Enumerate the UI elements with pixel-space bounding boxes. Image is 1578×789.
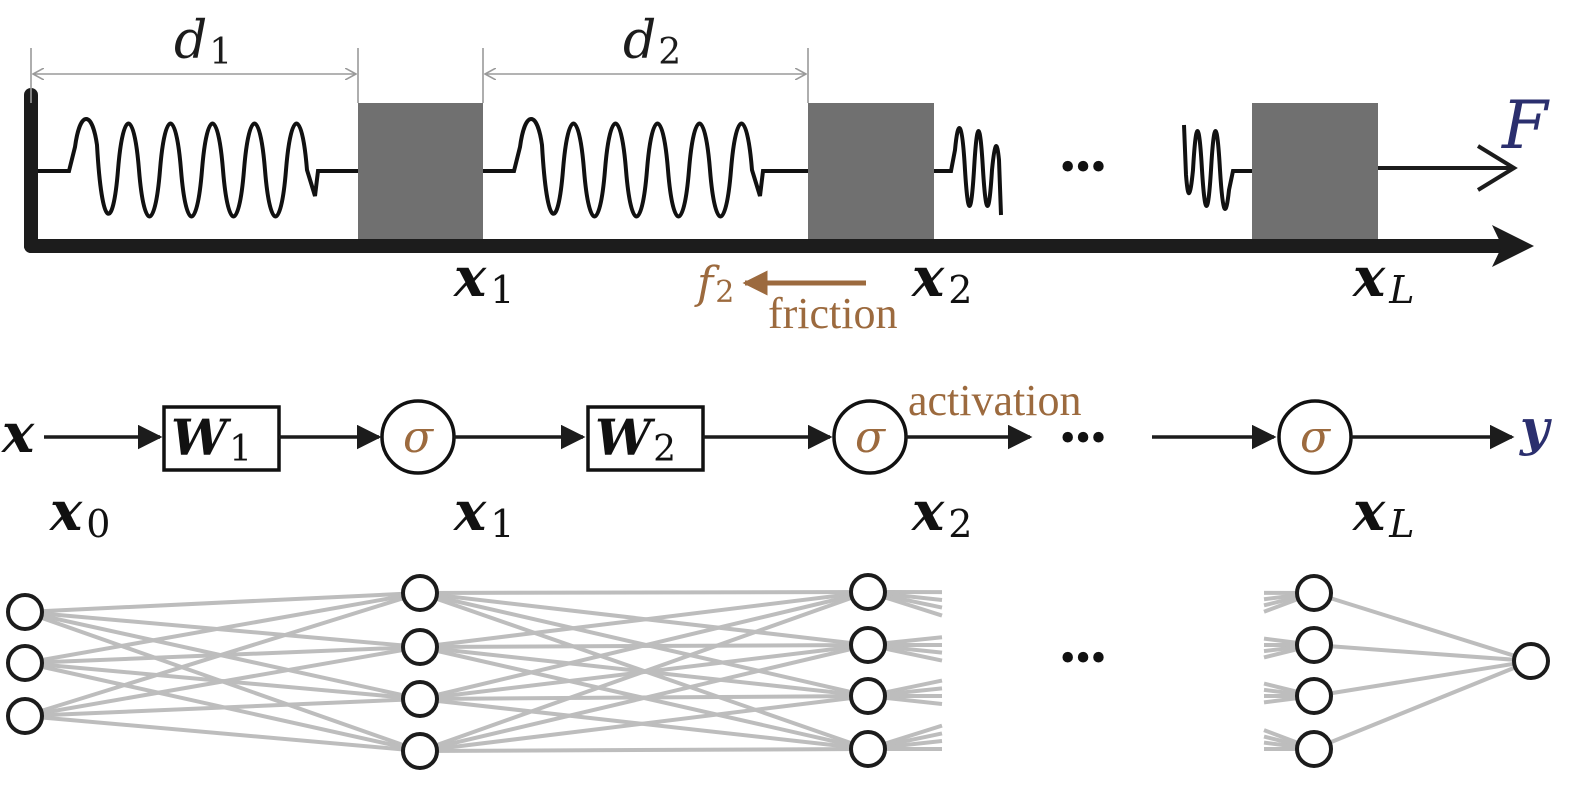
spring-L-partial	[1182, 124, 1252, 211]
network-node	[6, 697, 44, 735]
network-node	[401, 680, 439, 718]
network-edge	[419, 747, 869, 753]
spring-2	[483, 117, 808, 219]
spring-ellipsis: •••	[1060, 142, 1106, 191]
activation-symbol-L: σ	[1300, 412, 1332, 463]
network-node	[6, 644, 44, 682]
output-label-y: y	[1519, 398, 1552, 457]
mass-block-L	[1252, 103, 1378, 239]
network-edge	[24, 591, 421, 614]
network-node	[849, 573, 887, 611]
friction-annotation: f2 friction	[694, 258, 898, 338]
force-arrow-head	[1476, 144, 1518, 192]
activation-symbol-1: σ	[403, 412, 435, 463]
activation-symbol-2: σ	[855, 412, 887, 463]
force-label: F	[1501, 87, 1550, 164]
network-edges	[24, 590, 1532, 753]
mass-block-1	[358, 103, 483, 239]
network-edge	[24, 714, 421, 753]
spring-3-partial	[934, 126, 1003, 216]
network-edge	[24, 591, 421, 718]
network-edge	[419, 694, 869, 753]
activation-label: activation	[908, 376, 1082, 425]
friction-label: friction	[768, 289, 898, 338]
network-node	[1295, 574, 1333, 612]
dimension-d2-label: d2	[623, 11, 681, 73]
network-edge	[419, 590, 869, 595]
network-edge	[419, 590, 869, 753]
network-node	[849, 730, 887, 768]
network-node	[401, 628, 439, 666]
network-node	[401, 732, 439, 770]
network-edge	[24, 697, 421, 718]
network-edge	[419, 590, 869, 701]
floor-axis-arrowhead	[1492, 225, 1534, 267]
spring-1	[38, 117, 358, 219]
network-edge	[1313, 591, 1532, 663]
network-nodes	[6, 573, 1550, 770]
network-edge	[419, 590, 869, 649]
network-node	[849, 677, 887, 715]
network-edge	[419, 643, 869, 753]
network-node	[849, 626, 887, 664]
friction-symbol: f2	[694, 258, 734, 310]
network-edge	[1313, 659, 1532, 751]
network-node	[6, 593, 44, 631]
network-edge	[24, 645, 421, 718]
graph-ellipsis: •••	[1060, 633, 1106, 682]
network-node	[1512, 642, 1550, 680]
weight-label-w1: W1	[171, 408, 252, 470]
network-edge	[24, 591, 421, 665]
dimension-d1: d1	[30, 11, 359, 103]
network-node	[1295, 677, 1333, 715]
input-label-x: x	[1, 401, 35, 465]
dimension-d1-label: d1	[174, 11, 232, 73]
network-node	[401, 574, 439, 612]
chain-ellipsis: •••	[1060, 413, 1106, 462]
network-edge	[1313, 643, 1532, 663]
dimension-d2: d2	[482, 11, 809, 103]
network-graph: •••	[6, 573, 1550, 770]
network-node	[1295, 730, 1333, 768]
mass-block-2	[808, 103, 934, 239]
network-node	[1295, 626, 1333, 664]
network-edge	[1313, 659, 1532, 698]
weight-label-w2: W2	[595, 408, 676, 470]
